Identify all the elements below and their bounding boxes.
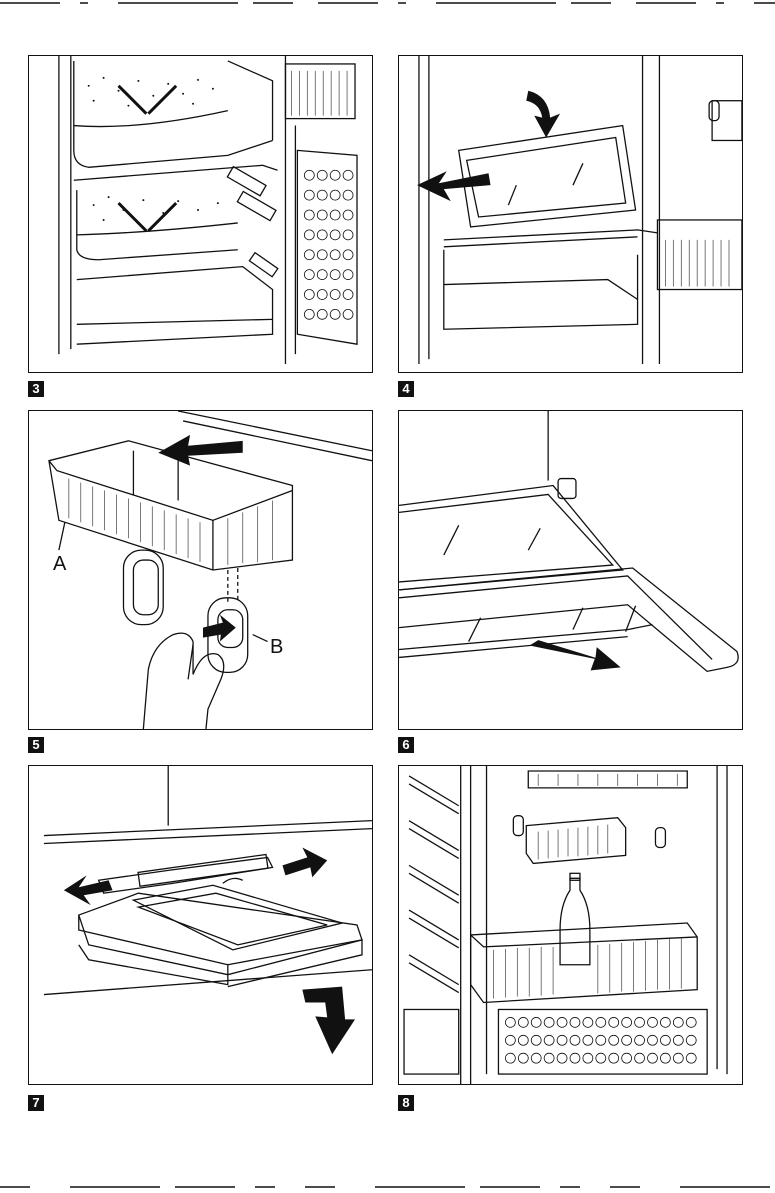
figure-5-number: 5 [28,737,44,753]
figure-4-illustration [398,55,743,373]
drawer-removal-drawing [29,766,372,1084]
figure-8-illustration [398,765,743,1085]
fridge-shelves-drawing [29,56,372,372]
figure-5-illustration [28,410,373,730]
shelf-frame-insertion-drawing [399,411,742,729]
figure-7-number: 7 [28,1095,44,1111]
figure-3-illustration [28,55,373,373]
figure-8-number: 8 [398,1095,414,1111]
figure-3-number: 3 [28,381,44,397]
door-basket-removal-drawing [29,411,372,729]
label-b: B [270,636,283,659]
glass-shelf-removal-drawing [399,56,742,372]
figure-7-illustration [28,765,373,1085]
figure-4-number: 4 [398,381,414,397]
figure-6-illustration [398,410,743,730]
label-a: A [53,553,66,576]
figure-6-number: 6 [398,737,414,753]
bottom-rule [0,1186,775,1188]
door-basket-bottle-drawing [399,766,742,1084]
top-rule [0,2,775,4]
